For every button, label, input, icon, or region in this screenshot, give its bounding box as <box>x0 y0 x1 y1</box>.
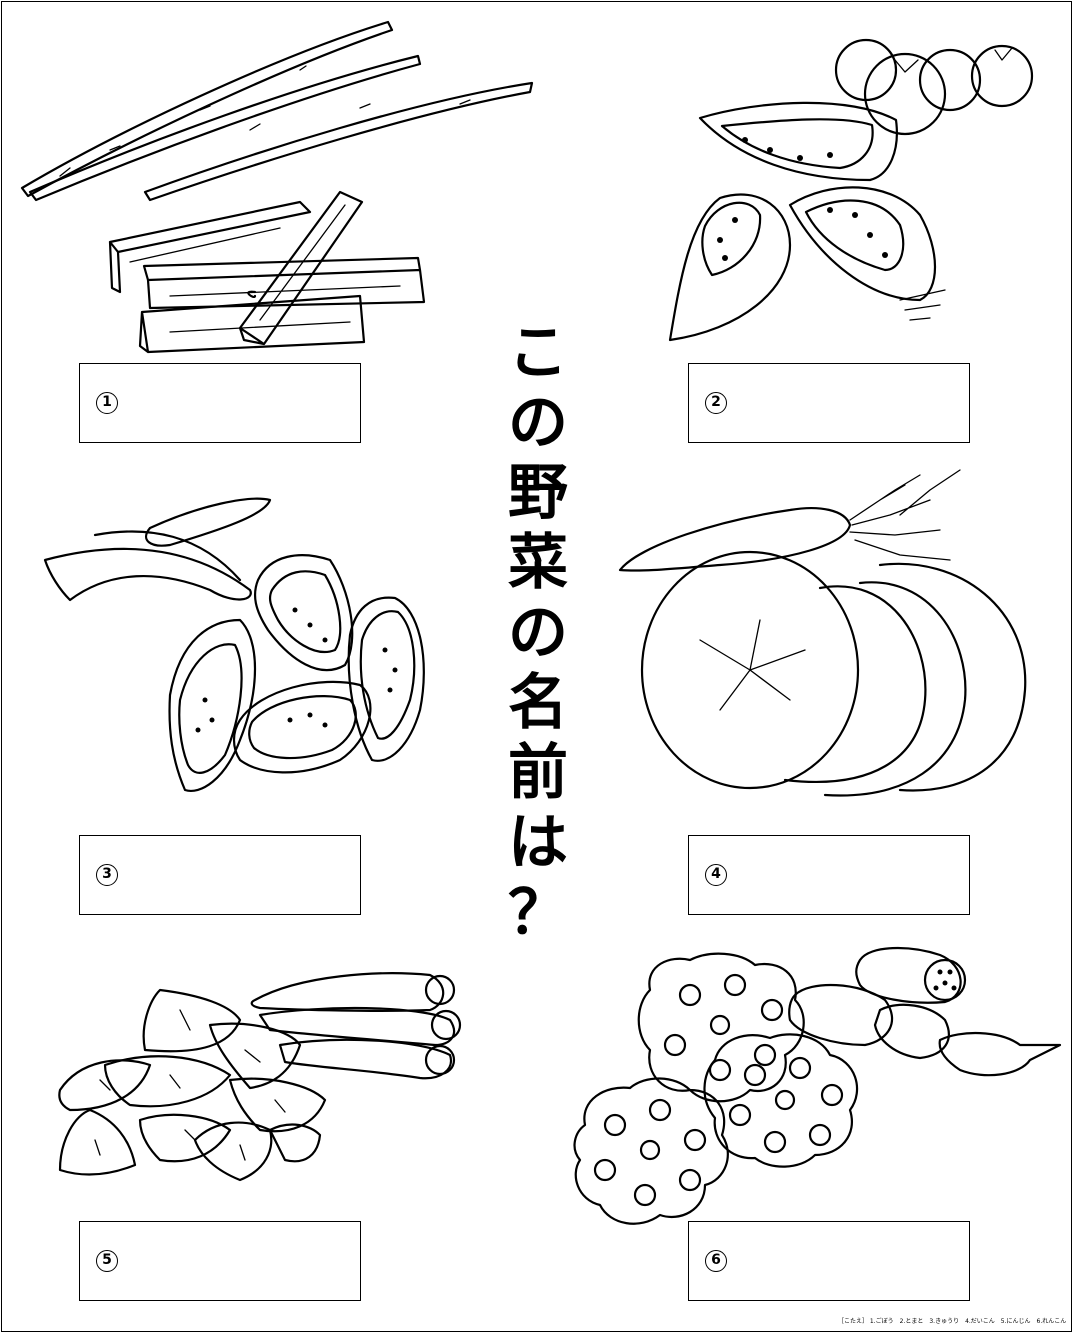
daikon-icon <box>618 469 1027 797</box>
carrot-icon <box>58 292 462 1182</box>
title-char: の <box>508 598 568 668</box>
title-char: の <box>508 388 568 458</box>
answer-box-2[interactable]: 2 <box>688 363 970 443</box>
lotus-root-icon <box>573 947 1062 1225</box>
title-char: 野 <box>508 458 568 528</box>
cucumber-icon <box>43 497 425 792</box>
answer-key: ［こたえ］ 1.ごぼう 2.とまと 3.きゅうり 4.だいこん 5.にんじん 6… <box>838 1318 1067 1325</box>
answer-box-1[interactable]: 1 <box>79 363 361 443</box>
title-char: 名 <box>508 668 568 738</box>
title-char: 前 <box>508 738 568 808</box>
tomato-icon <box>668 38 1034 342</box>
title-char: は <box>508 808 568 878</box>
title-char: 菜 <box>508 528 568 598</box>
number-badge: 3 <box>96 864 118 886</box>
answer-box-4[interactable]: 4 <box>688 835 970 915</box>
answer-box-6[interactable]: 6 <box>688 1221 970 1301</box>
number-badge: 4 <box>705 864 727 886</box>
number-badge: 5 <box>96 1250 118 1272</box>
number-badge: 2 <box>705 392 727 414</box>
answer-box-5[interactable]: 5 <box>79 1221 361 1301</box>
title-char: ？ <box>508 878 568 948</box>
answer-box-3[interactable]: 3 <box>79 835 361 915</box>
number-badge: 6 <box>705 1250 727 1272</box>
page-title: こ の 野 菜 の 名 前 は ？ <box>496 318 580 948</box>
burdock-icon <box>20 20 534 354</box>
title-char: こ <box>508 318 568 388</box>
number-badge: 1 <box>96 392 118 414</box>
